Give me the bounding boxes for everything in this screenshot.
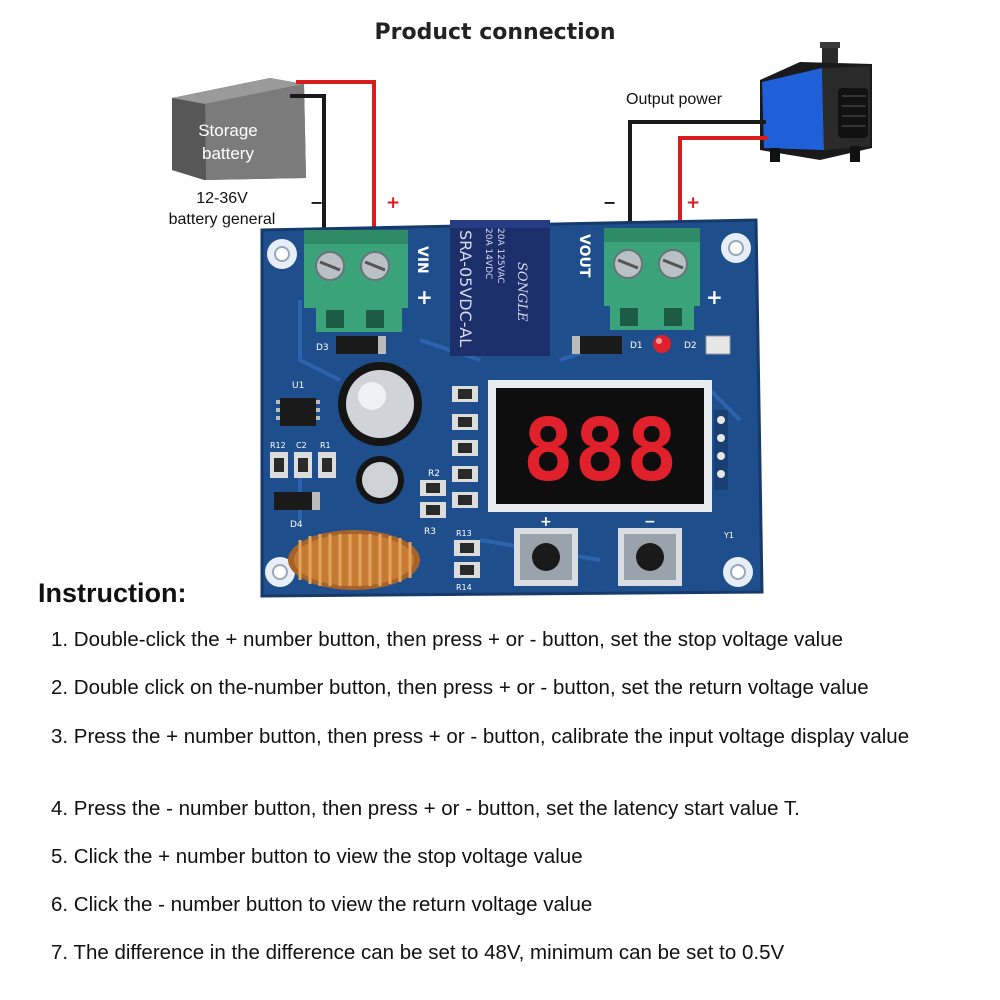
silk-y1: Y1 <box>723 531 734 540</box>
silk-d1: D1 <box>630 341 643 351</box>
vin-plus-silk: + <box>416 285 433 309</box>
silk-d3: D3 <box>316 343 329 353</box>
silk-d2: D2 <box>684 341 697 351</box>
battery-caption-line2: battery general <box>169 211 276 228</box>
plus-push-button[interactable] <box>514 528 578 586</box>
instruction-step: 1. Double-click the + number button, the… <box>51 628 843 651</box>
battery-plus-sign: + <box>386 193 400 213</box>
output-power-label: Output power <box>626 91 723 108</box>
battery-positive-wire <box>296 80 376 232</box>
silk-d4: D4 <box>290 520 303 530</box>
vin-silk-label: VIN <box>414 246 430 274</box>
ic-u1 <box>276 398 320 426</box>
vout-silk-label: VOUT <box>576 234 592 278</box>
silk-r13: R13 <box>456 529 472 538</box>
smd-resistor-r3 <box>420 502 446 518</box>
relay <box>450 220 550 356</box>
relay-rating-2: 20A 125VAC <box>495 228 505 284</box>
output-positive-wire <box>678 136 768 232</box>
battery-caption-line1: 12-36V <box>196 190 248 207</box>
vout-terminal-block <box>604 228 700 330</box>
capacitor-small <box>356 456 404 504</box>
instruction-step: 6. Click the - number button to view the… <box>51 893 593 916</box>
product-connection-title: Product connection <box>374 20 616 45</box>
capacitor-large <box>338 362 422 446</box>
smd-resistor-r2 <box>420 480 446 496</box>
silk-r14: R14 <box>456 583 472 592</box>
connection-diagram: Storage battery 12-36V battery general −… <box>169 42 872 598</box>
battery-minus-sign: − <box>310 193 323 212</box>
instruction-step: 3. Press the + number button, then press… <box>51 725 910 748</box>
smd-resistor-r13 <box>454 540 480 556</box>
plus-button-silk: + <box>540 514 552 530</box>
mounting-hole <box>267 239 297 269</box>
diode-d1 <box>572 336 622 354</box>
silk-u1: U1 <box>292 381 304 391</box>
battery-label-line2: battery <box>202 144 254 163</box>
silk-r1: R1 <box>320 441 331 450</box>
resistor-smd <box>705 335 731 355</box>
output-plus-sign: + <box>686 193 700 213</box>
instruction-heading: Instruction: <box>38 578 187 608</box>
diode-d4 <box>274 492 320 510</box>
instruction-step: 7. The difference in the difference can … <box>51 941 785 964</box>
mounting-hole <box>721 233 751 263</box>
battery-negative-wire <box>290 94 326 232</box>
water-pump-image <box>760 42 872 162</box>
silk-c2: C2 <box>296 441 307 450</box>
instruction-step: 5. Click the + number button to view the… <box>51 845 583 868</box>
silk-r12: R12 <box>270 441 286 450</box>
smd-resistor-c2 <box>270 452 288 478</box>
smd-c2-pad <box>294 452 312 478</box>
pin-header <box>714 410 728 490</box>
vin-terminal-block <box>304 230 408 332</box>
diode-d3 <box>336 336 386 354</box>
relay-model-label: SRA-05VDC-AL <box>456 230 475 347</box>
mounting-hole <box>265 557 295 587</box>
instruction-step: 2. Double click on the-number button, th… <box>51 676 869 699</box>
storage-battery: Storage battery <box>172 78 306 180</box>
vout-plus-silk: + <box>706 285 723 309</box>
mounting-hole <box>723 557 753 587</box>
output-negative-wire <box>628 120 766 232</box>
battery-label-line1: Storage <box>198 121 258 140</box>
minus-button-silk: − <box>644 514 656 530</box>
minus-push-button[interactable] <box>618 528 682 586</box>
silk-r3: R3 <box>424 527 436 537</box>
smd-resistor-r1 <box>318 452 336 478</box>
inductor-coil <box>288 530 420 590</box>
instruction-step: 4. Press the - number button, then press… <box>51 797 800 820</box>
output-minus-sign: − <box>603 193 616 212</box>
display-digits: 888 <box>522 401 677 501</box>
seven-segment-display <box>488 380 712 512</box>
silk-r2: R2 <box>428 469 440 479</box>
smd-column <box>452 386 478 508</box>
relay-brand-label: SONGLE <box>514 262 529 322</box>
relay-rating-1: 20A 14VDC <box>483 228 493 279</box>
red-led-d2 <box>653 335 671 353</box>
smd-resistor-r14 <box>454 562 480 578</box>
